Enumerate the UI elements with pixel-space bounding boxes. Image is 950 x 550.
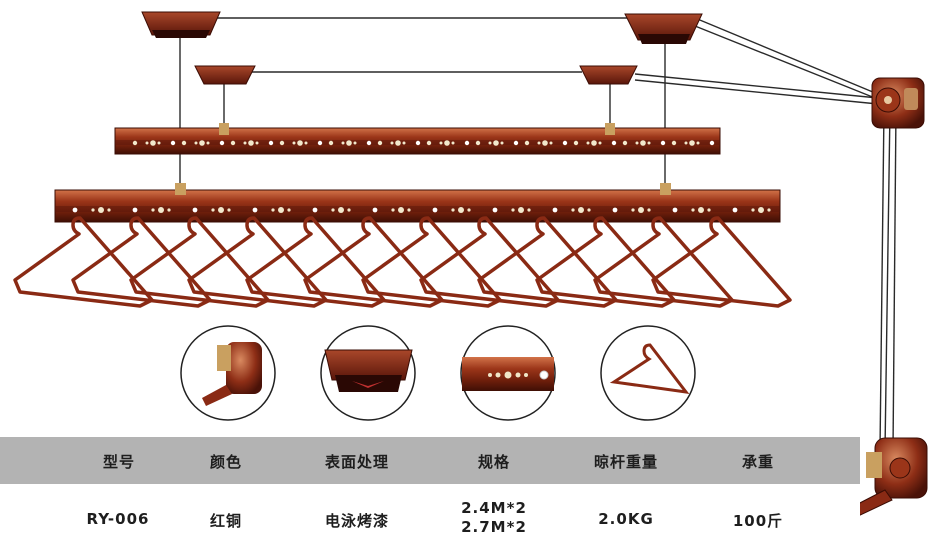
ceiling-mount-detail-icon [320, 325, 416, 421]
spec-header-row: 型号 颜色 表面处理 规格 晾杆重量 承重 [0, 437, 860, 484]
header-color: 颜色 [209, 453, 243, 471]
header-size: 规格 [477, 453, 511, 471]
value-size: 2.4M*2 2.7M*2 [461, 499, 527, 537]
upper-rod [114, 123, 721, 155]
lower-rod [54, 183, 781, 223]
value-model: RY-006 [86, 510, 150, 528]
rod-ornaments [72, 140, 771, 213]
rod-detail-icon [460, 325, 556, 421]
crank-winder [849, 437, 928, 519]
wall-pulley [871, 77, 925, 129]
header-surface: 表面处理 [324, 453, 390, 471]
value-size-line2: 2.7M*2 [461, 518, 527, 536]
hangers [13, 216, 792, 308]
crank-detail-icon [180, 325, 276, 421]
value-color: 红铜 [209, 512, 243, 530]
value-size-line1: 2.4M*2 [461, 499, 527, 517]
value-surface: 电泳烤漆 [324, 512, 390, 530]
header-load: 承重 [741, 453, 775, 471]
header-rod-weight: 晾杆重量 [593, 453, 659, 471]
value-load: 100斤 [732, 512, 784, 530]
header-model: 型号 [102, 453, 136, 471]
ceiling-mounts [141, 11, 703, 85]
cables [179, 17, 897, 451]
value-rod-weight: 2.0KG [598, 510, 654, 528]
hanger-detail-icon [600, 325, 696, 421]
spec-value-row: RY-006 红铜 电泳烤漆 2.4M*2 2.7M*2 2.0KG 100斤 [0, 484, 860, 550]
